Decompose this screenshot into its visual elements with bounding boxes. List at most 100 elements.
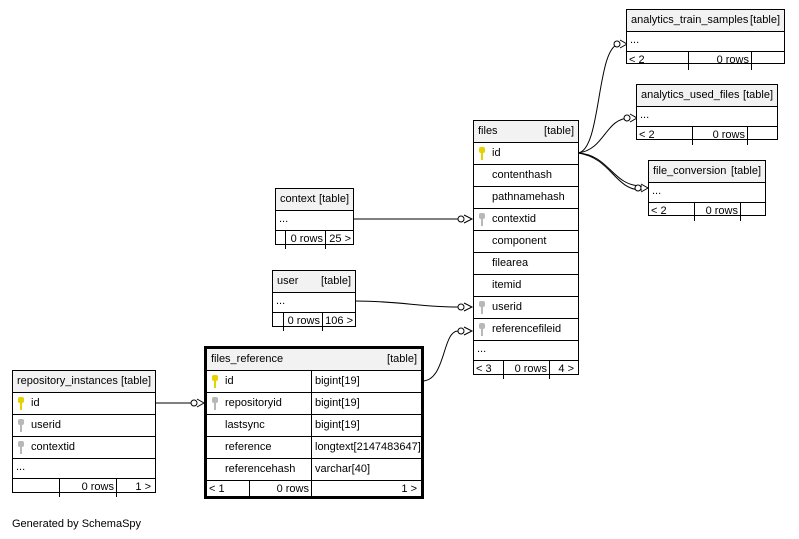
table-tag: [table] [750, 14, 780, 26]
column-row[interactable]: id [13, 393, 155, 415]
parents-cell[interactable]: < 2 [627, 52, 689, 70]
children-cell[interactable]: 1 > [135, 481, 151, 493]
parents-cell[interactable]: < 2 [649, 203, 695, 221]
table-tag: [table] [387, 353, 417, 365]
column-name: id [225, 375, 234, 387]
edge-files-file-conversion [577, 152, 643, 187]
table-header: context [table] [276, 189, 353, 211]
table-header: analytics_used_files [table] [637, 85, 777, 107]
children-cell[interactable] [752, 52, 784, 70]
parents-cell[interactable]: < 3 [474, 361, 504, 379]
parents-cell[interactable] [273, 313, 284, 331]
more-columns: ... [13, 459, 155, 479]
table-name: analytics_used_files [641, 89, 740, 101]
table-footer: < 2 0 rows [627, 52, 784, 70]
column-type: bigint[19] [315, 397, 360, 409]
parents-cell[interactable] [276, 231, 286, 249]
table-header: repository_instances [table] [13, 371, 155, 393]
column-row[interactable]: reference longtext[2147483647] [207, 437, 421, 459]
column-row[interactable]: component [474, 231, 578, 253]
column-row[interactable]: id [474, 143, 578, 165]
table-header: files_reference [table] [207, 349, 421, 371]
table-context[interactable]: context [table] ... 0 rows 25 > [275, 188, 354, 249]
column-row[interactable]: userid [13, 415, 155, 437]
table-file-conversion[interactable]: file_conversion [table] ... < 2 0 rows [648, 160, 766, 221]
column-row[interactable]: contenthash [474, 165, 578, 187]
table-tag: [table] [121, 375, 151, 387]
table-footer: 0 rows 1 > [13, 479, 155, 497]
rows-cell: 0 rows [689, 52, 752, 70]
crowfoot-marker [463, 302, 474, 312]
column-row[interactable]: filearea [474, 253, 578, 275]
children-cell[interactable]: 1 > [401, 483, 417, 495]
primary-key-icon [479, 147, 485, 160]
table-name: files [478, 125, 498, 137]
edge-user-files [354, 300, 459, 308]
rows-cell: 0 rows [695, 203, 741, 221]
more-columns: ... [273, 293, 355, 313]
parents-cell[interactable]: < 2 [637, 127, 693, 145]
column-row[interactable]: pathnamehash [474, 187, 578, 209]
column-row[interactable]: id bigint[19] [207, 371, 421, 393]
many-marker [457, 215, 465, 223]
table-tag: [table] [743, 89, 773, 101]
table-files[interactable]: files [table] id contenthash pathnamehas… [473, 120, 579, 379]
many-marker [457, 327, 465, 335]
column-row[interactable]: contextid [13, 437, 155, 459]
foreign-key-icon [479, 301, 485, 314]
children-cell[interactable] [741, 203, 765, 221]
foreign-key-icon [18, 441, 24, 454]
table-tag: [table] [319, 193, 349, 205]
more-columns: ... [474, 341, 578, 361]
table-name: file_conversion [653, 165, 727, 177]
children-cell[interactable] [748, 127, 777, 145]
column-row[interactable]: itemid [474, 275, 578, 297]
table-repository-instances[interactable]: repository_instances [table] id userid c… [12, 370, 156, 497]
rows-cell: 0 rows [504, 361, 550, 379]
table-name: repository_instances [17, 375, 118, 387]
crowfoot-marker [196, 398, 206, 408]
column-row[interactable]: contextid [474, 209, 578, 231]
crowfoot-marker [463, 326, 474, 336]
column-name: reference [225, 441, 272, 453]
column-type: varchar[40] [315, 463, 371, 475]
column-row[interactable]: lastsync bigint[19] [207, 415, 421, 437]
table-footer: 0 rows 106 > [273, 313, 355, 331]
many-marker [613, 40, 621, 48]
table-user[interactable]: user [table] ... 0 rows 106 > [272, 270, 356, 331]
parents-cell[interactable]: < 1 [207, 481, 250, 499]
table-footer: < 3 0 rows 4 > [474, 361, 578, 379]
rows-cell: 0 rows [693, 127, 748, 145]
edge-files-reference-files [421, 330, 459, 382]
table-analytics-used-files[interactable]: analytics_used_files [table] ... < 2 0 r… [636, 84, 778, 145]
table-header: user [table] [273, 271, 355, 293]
many-marker [634, 184, 642, 192]
more-columns: ... [649, 183, 765, 203]
many-marker [623, 114, 631, 122]
rows-cell: 0 rows [284, 313, 323, 331]
column-row[interactable]: referencefileid [474, 319, 578, 341]
table-files-reference[interactable]: files_reference [table] id bigint[19] re… [204, 346, 424, 499]
rows-cell: 0 rows [60, 479, 117, 497]
table-name: context [280, 193, 316, 205]
column-type: bigint[19] [315, 419, 360, 431]
column-row[interactable]: referencehash varchar[40] [207, 459, 421, 481]
table-footer: 0 rows 25 > [276, 231, 353, 249]
column-name: referencehash [225, 463, 296, 475]
parents-cell[interactable] [13, 479, 60, 497]
column-row[interactable]: userid [474, 297, 578, 319]
primary-key-icon [18, 397, 24, 410]
table-header: file_conversion [table] [649, 161, 765, 183]
column-type: longtext[2147483647] [315, 441, 421, 453]
children-cell[interactable]: 25 > [329, 233, 351, 245]
table-name: analytics_train_samples [631, 14, 749, 26]
children-cell[interactable]: 4 > [558, 363, 574, 375]
many-marker [457, 303, 465, 311]
foreign-key-icon [479, 213, 485, 226]
column-row[interactable]: repositoryid bigint[19] [207, 393, 421, 415]
edge-files-analytics-train-samples [577, 43, 621, 154]
table-analytics-train-samples[interactable]: analytics_train_samples [table] ... < 2 … [626, 9, 785, 70]
edge-files-analytics-used-files [577, 117, 631, 154]
children-cell[interactable]: 106 > [325, 315, 353, 327]
